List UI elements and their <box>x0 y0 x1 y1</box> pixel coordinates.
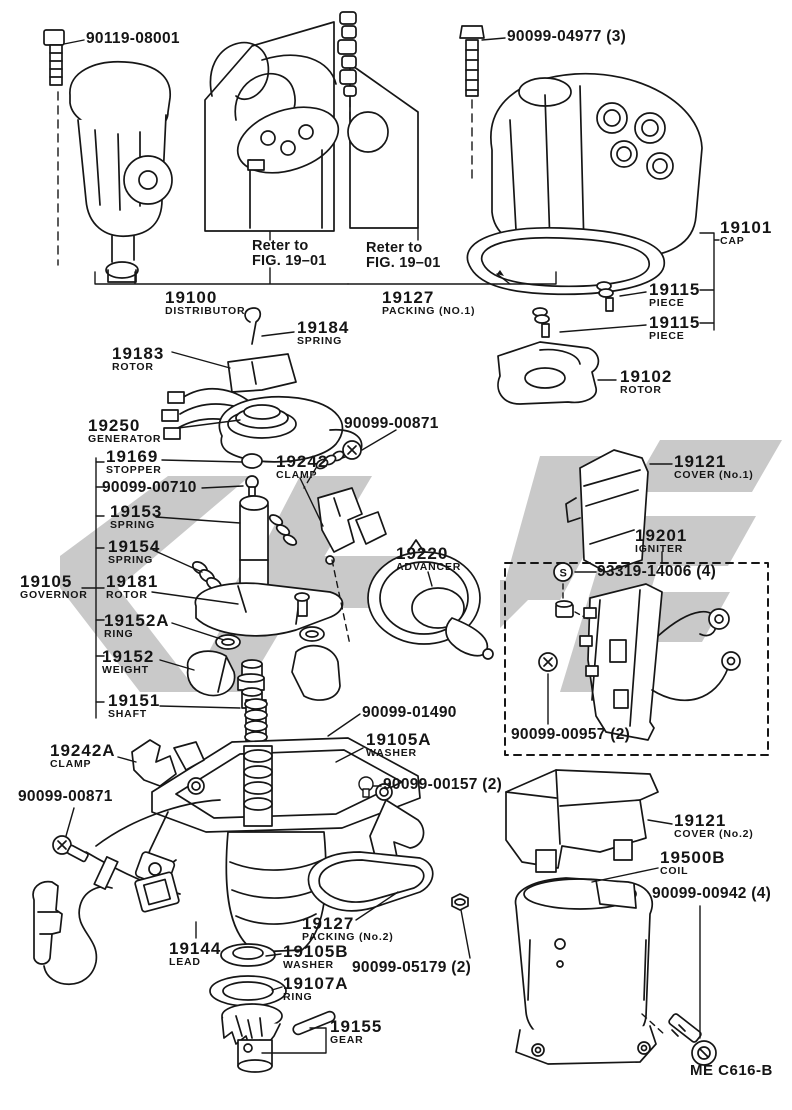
governor-parts-art <box>186 453 344 709</box>
part-label-cover-no1-19121: 19121 COVER (No.1) <box>674 452 754 481</box>
part-label-bolt-90099-04977: 90099-04977 (3) <box>507 28 627 45</box>
part-label-screw-90099-00942: 90099-00942 (4) <box>652 885 772 902</box>
distributor-wires-art <box>204 11 419 232</box>
part-label-rotor-19181: 19181 ROTOR <box>106 572 159 601</box>
part-label-screw-90099-05179: 90099-05179 (2) <box>352 959 472 976</box>
part-label-clamp-19242: 19242 CLAMP <box>276 452 329 481</box>
housing-art <box>134 698 469 953</box>
part-label-weight-19152: 19152 WEIGHT <box>102 647 155 676</box>
gear-stack-art <box>209 943 336 1073</box>
part-label-distributor-19100: 19100 DISTRIBUTOR <box>165 288 246 317</box>
lead-art <box>32 739 221 986</box>
igniter-box-art: S <box>504 562 769 756</box>
advancer-art <box>367 539 494 660</box>
part-label-screw-93319-14006: 93319-14006 (4) <box>597 563 717 580</box>
part-label-governor-19105: 19105 GOVERNOR <box>20 572 88 601</box>
part-label-note-refer-fig-left: Reter to FIG. 19–01 <box>252 238 327 270</box>
part-label-clamp-19242a: 19242A CLAMP <box>50 741 116 770</box>
cap-assembly-art <box>459 25 703 405</box>
part-label-screw-90099-00157: 90099-00157 (2) <box>383 776 503 793</box>
part-label-piece-19115-lower: 19115 PIECE <box>649 313 701 342</box>
generator-art <box>161 307 363 463</box>
part-label-shaft-19151: 19151 SHAFT <box>108 691 161 720</box>
part-label-screw-90099-00710: 90099-00710 <box>102 479 197 496</box>
part-label-cover-no2-19121: 19121 COVER (No.2) <box>674 811 754 840</box>
part-label-screw-90099-00871-bottom: 90099-00871 <box>18 788 113 805</box>
part-label-washer-19105b: 19105B WASHER <box>283 942 349 971</box>
part-label-screw-90099-00871-mid: 90099-00871 <box>344 415 439 432</box>
part-label-packing-no2-19127: 19127 PACKING (No.2) <box>302 914 394 943</box>
part-label-note-refer-fig-right: Reter to FIG. 19–01 <box>366 240 441 272</box>
coil-art <box>505 769 717 1066</box>
part-label-spring-19154: 19154 SPRING <box>108 537 161 566</box>
part-label-bolt-90119-08001: 90119-08001 <box>86 30 180 47</box>
part-label-gear-19155: 19155 GEAR <box>330 1017 383 1046</box>
part-label-igniter-19201: 19201 IGNITER <box>635 526 688 555</box>
part-label-screw-90099-00957: 90099-00957 (2) <box>511 726 631 743</box>
leader-lines <box>63 37 720 1054</box>
part-label-coil-19500b: 19500B COIL <box>660 848 726 877</box>
distributor-assembly-art <box>43 29 173 283</box>
part-label-advancer-19220: 19220 ADVANCER <box>396 544 462 573</box>
part-label-spring-19184: 19184 SPRING <box>297 318 350 347</box>
part-label-piece-19115-upper: 19115 PIECE <box>649 280 701 309</box>
part-label-cap-19101: 19101 CAP <box>720 218 773 247</box>
part-label-generator-19250: 19250 GENERATOR <box>88 416 162 445</box>
part-label-ring-19152a: 19152A RING <box>104 611 170 640</box>
part-label-ring-19107a: 19107A RING <box>283 974 349 1003</box>
part-label-rotor-19102: 19102 ROTOR <box>620 367 673 396</box>
doc-code: ME C616-B <box>690 1062 773 1079</box>
part-label-spring-19153: 19153 SPRING <box>110 502 163 531</box>
part-label-washer-19105a: 19105A WASHER <box>366 730 432 759</box>
part-label-screw-90099-01490: 90099-01490 <box>362 704 457 721</box>
s-in-circle-icon: S <box>560 568 567 580</box>
part-label-packing-no1-19127: 19127 PACKING (NO.1) <box>382 288 476 317</box>
part-label-rotor-19183: 19183 ROTOR <box>112 344 165 373</box>
part-label-lead-19144: 19144 LEAD <box>169 939 222 968</box>
part-label-stopper-19169: 19169 STOPPER <box>106 447 162 476</box>
